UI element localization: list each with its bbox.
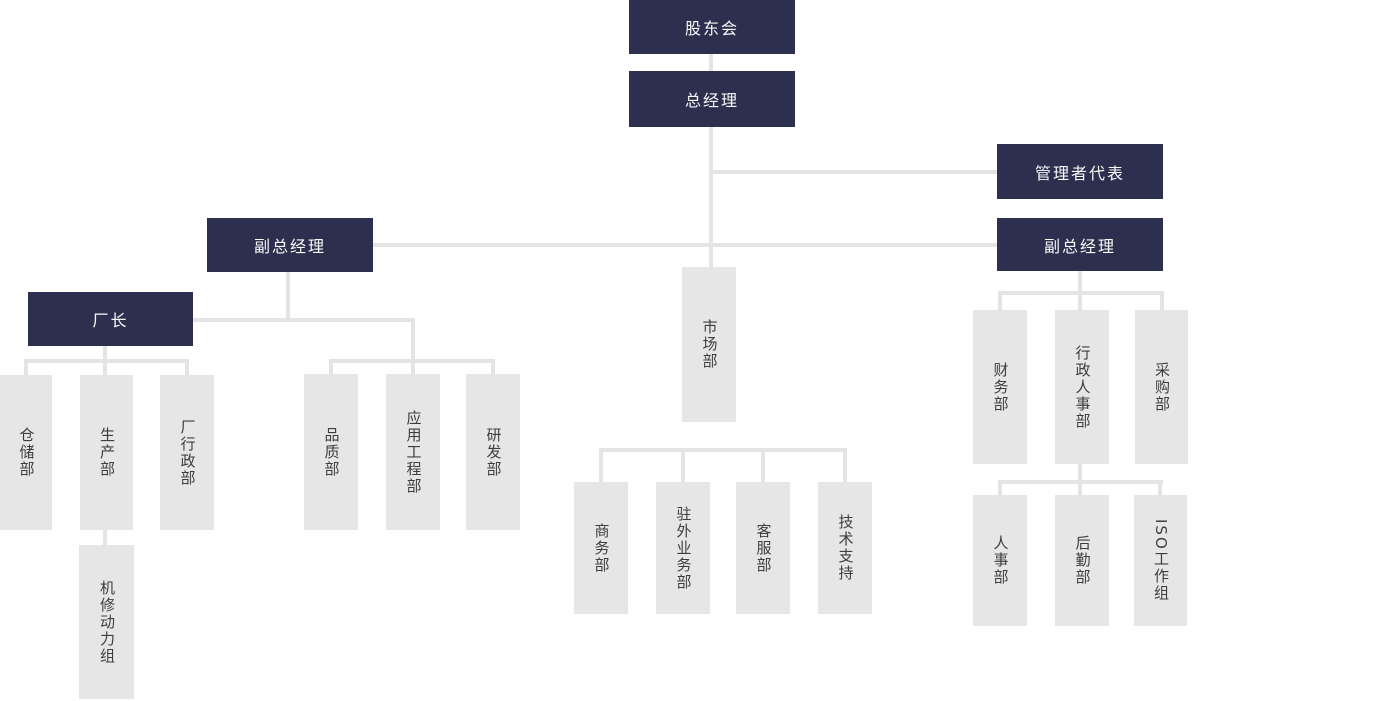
connector-deputy-left-right: [373, 243, 997, 247]
connector-left-branch-h: [193, 318, 413, 322]
node-logistics: 后勤部: [1055, 495, 1109, 626]
connector-drop-commerce: [599, 448, 603, 482]
node-rnd-label: 研发部: [484, 426, 503, 478]
node-finance-label: 财务部: [991, 361, 1010, 413]
connector-factory-children-bar: [24, 359, 189, 363]
node-tech-support: 技术支持: [818, 482, 872, 614]
node-iso-group: ISO工作组: [1134, 495, 1187, 626]
connector-drop-iso-group: [1158, 480, 1162, 495]
node-factory-director-label: 厂长: [92, 311, 129, 330]
node-customer-service: 客服部: [736, 482, 790, 614]
connector-spine-management-rep: [711, 170, 997, 174]
node-quality-label: 品质部: [322, 426, 341, 478]
connector-admin-hr-drop: [1078, 464, 1082, 480]
node-admin-hr-label: 行政人事部: [1073, 344, 1092, 430]
node-machine-repair-label: 机修动力组: [98, 579, 116, 665]
node-commerce: 商务部: [574, 482, 628, 614]
connector-drop-factory-admin: [185, 359, 189, 375]
connector-marketing-children-bar: [599, 448, 847, 452]
node-deputy-gm-left: 副总经理: [207, 218, 373, 272]
node-application-eng: 应用工程部: [386, 374, 440, 530]
node-production: 生产部: [80, 375, 133, 530]
connector-drop-field-business: [681, 448, 685, 482]
node-hr: 人事部: [973, 495, 1027, 626]
connector-drop-warehouse: [24, 359, 28, 375]
node-warehouse: 仓储部: [0, 375, 52, 530]
node-shareholders: 股东会: [629, 0, 795, 54]
node-finance: 财务部: [973, 310, 1027, 464]
node-warehouse-label: 仓储部: [17, 427, 36, 478]
node-machine-repair: 机修动力组: [79, 545, 134, 699]
node-iso-group-label: ISO工作组: [1152, 519, 1170, 602]
node-general-manager-label: 总经理: [684, 91, 739, 110]
node-customer-service-label: 客服部: [754, 522, 773, 574]
node-deputy-gm-right: 副总经理: [997, 218, 1163, 271]
connector-drop-quality: [329, 359, 333, 374]
connector-drop-rnd: [491, 359, 495, 374]
connector-drop-hr: [998, 480, 1002, 495]
connector-left-branch-v: [411, 318, 415, 374]
node-field-business-label: 驻外业务部: [674, 505, 693, 591]
connector-drop-admin-hr: [1078, 291, 1082, 310]
node-logistics-label: 后勤部: [1073, 535, 1092, 586]
node-purchasing: 采购部: [1135, 310, 1188, 464]
node-marketing: 市场部: [682, 267, 736, 422]
node-deputy-gm-left-label: 副总经理: [253, 237, 326, 256]
node-application-eng-label: 应用工程部: [404, 409, 423, 495]
node-field-business: 驻外业务部: [656, 482, 710, 614]
node-deputy-gm-right-label: 副总经理: [1043, 236, 1116, 256]
node-commerce-label: 商务部: [592, 522, 611, 574]
node-factory-admin-label: 厂行政部: [178, 418, 197, 487]
node-marketing-label: 市场部: [700, 319, 719, 370]
connector-left-children-bar: [329, 359, 495, 363]
node-purchasing-label: 采购部: [1153, 361, 1171, 413]
node-hr-label: 人事部: [991, 535, 1010, 586]
node-quality: 品质部: [304, 374, 358, 530]
connector-drop-purchasing: [1160, 291, 1164, 310]
node-factory-director: 厂长: [28, 292, 193, 346]
node-admin-hr: 行政人事部: [1055, 310, 1109, 464]
connector-deputy-right-drop: [1078, 271, 1082, 291]
connector-drop-finance: [998, 291, 1002, 310]
node-general-manager: 总经理: [629, 71, 795, 127]
node-management-rep-label: 管理者代表: [1034, 163, 1125, 183]
connector-drop-tech-support: [843, 448, 847, 482]
node-tech-support-label: 技术支持: [836, 514, 855, 582]
connector-drop-customer-service: [761, 448, 765, 482]
connector-gm-spine: [709, 127, 713, 267]
node-rnd: 研发部: [466, 374, 520, 530]
connector-deputy-left-drop: [286, 272, 290, 320]
node-management-rep: 管理者代表: [997, 144, 1163, 199]
node-factory-admin: 厂行政部: [160, 375, 214, 530]
connector-drop-logistics: [1078, 480, 1082, 495]
node-production-label: 生产部: [98, 427, 116, 478]
connector-production-machine-repair: [103, 530, 107, 545]
connector-shareholders-gm: [709, 53, 713, 71]
node-shareholders-label: 股东会: [684, 19, 739, 38]
